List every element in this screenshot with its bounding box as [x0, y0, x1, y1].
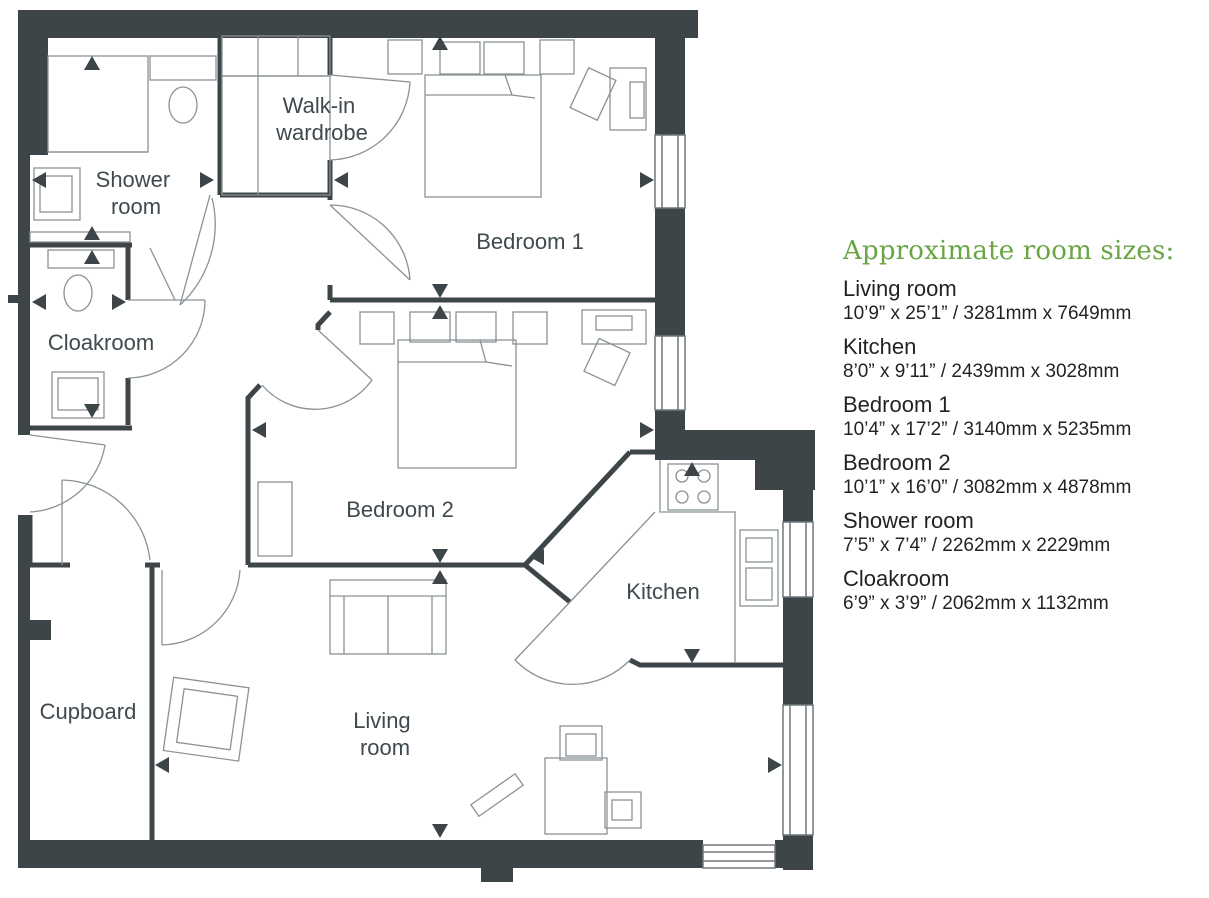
windows	[654, 134, 814, 869]
room-sizes-legend: Approximate room sizes: Living room 10’9…	[843, 236, 1209, 624]
legend-entry-size: 10’9” x 25’1” / 3281mm x 7649mm	[843, 303, 1132, 324]
bedroom-2-bed	[359, 311, 548, 469]
cloakroom-toilet	[47, 249, 115, 312]
legend-heading: Approximate room sizes:	[843, 236, 1175, 266]
sofa	[329, 579, 447, 655]
legend-entry-size: 8’0” x 9’11” / 2439mm x 3028mm	[843, 361, 1120, 382]
kitchen-label: Kitchen	[626, 579, 699, 604]
kitchen-counter	[569, 460, 736, 662]
exterior-walls	[8, 10, 815, 882]
shower-room-rail	[29, 231, 131, 243]
bedroom-1-label: Bedroom 1	[476, 229, 584, 254]
legend-entry-kitchen: Kitchen 8’0” x 9’11” / 2439mm x 3028mm	[843, 334, 1209, 384]
floor-plan: Walk-in wardrobe Shower room Bedroom 1 C…	[8, 10, 815, 882]
bedroom-1-desk	[569, 66, 647, 131]
cloakroom-basin	[51, 371, 105, 419]
armchair	[162, 676, 250, 762]
measurement-arrows	[32, 36, 782, 838]
legend-entry-living-room: Living room 10’9” x 25’1” / 3281mm x 764…	[843, 276, 1209, 326]
bedroom-1-bed	[387, 39, 575, 198]
legend-entry-bedroom-1: Bedroom 1 10’4” x 17’2” / 3140mm x 5235m…	[843, 392, 1209, 442]
legend-entry-cloakroom: Cloakroom 6’9” x 3’9” / 2062mm x 1132mm	[843, 566, 1209, 616]
walk-in-wardrobe-label: Walk-in wardrobe	[275, 93, 368, 145]
legend-entry-name: Bedroom 2	[843, 450, 951, 475]
side-table	[469, 772, 525, 818]
bedroom-2-desk	[581, 309, 647, 387]
wardrobe-shelving	[221, 35, 331, 196]
cupboard-label: Cupboard	[40, 699, 137, 724]
shower-room-toilet	[149, 55, 217, 124]
bedroom-2-wardrobe	[257, 481, 293, 557]
legend-entry-size: 10’1” x 16’0” / 3082mm x 4878mm	[843, 477, 1132, 498]
legend-entry-name: Living room	[843, 276, 957, 301]
dining-set	[544, 725, 642, 835]
legend-entry-name: Shower room	[843, 508, 974, 533]
bedroom-2-label: Bedroom 2	[346, 497, 454, 522]
legend-entry-size: 6’9” x 3’9” / 2062mm x 1132mm	[843, 593, 1109, 614]
shower-room-basin	[33, 167, 81, 221]
legend-entry-name: Kitchen	[843, 334, 917, 359]
legend-entry-shower-room: Shower room 7’5” x 7’4” / 2262mm x 2229m…	[843, 508, 1209, 558]
kitchen-sink	[739, 529, 779, 607]
shower-tray	[47, 55, 149, 153]
legend-entry-bedroom-2: Bedroom 2 10’1” x 16’0” / 3082mm x 4878m…	[843, 450, 1209, 500]
legend-entry-name: Bedroom 1	[843, 392, 951, 417]
fixtures	[29, 35, 779, 835]
living-room-label: Living room	[353, 708, 417, 760]
cloakroom-label: Cloakroom	[48, 330, 154, 355]
shower-room-label: Shower room	[96, 167, 177, 219]
legend-entry-size: 7’5” x 7’4” / 2262mm x 2229mm	[843, 535, 1111, 556]
door-swings	[29, 74, 631, 686]
legend-entry-name: Cloakroom	[843, 566, 950, 591]
legend-entry-size: 10’4” x 17’2” / 3140mm x 5235mm	[843, 419, 1132, 440]
